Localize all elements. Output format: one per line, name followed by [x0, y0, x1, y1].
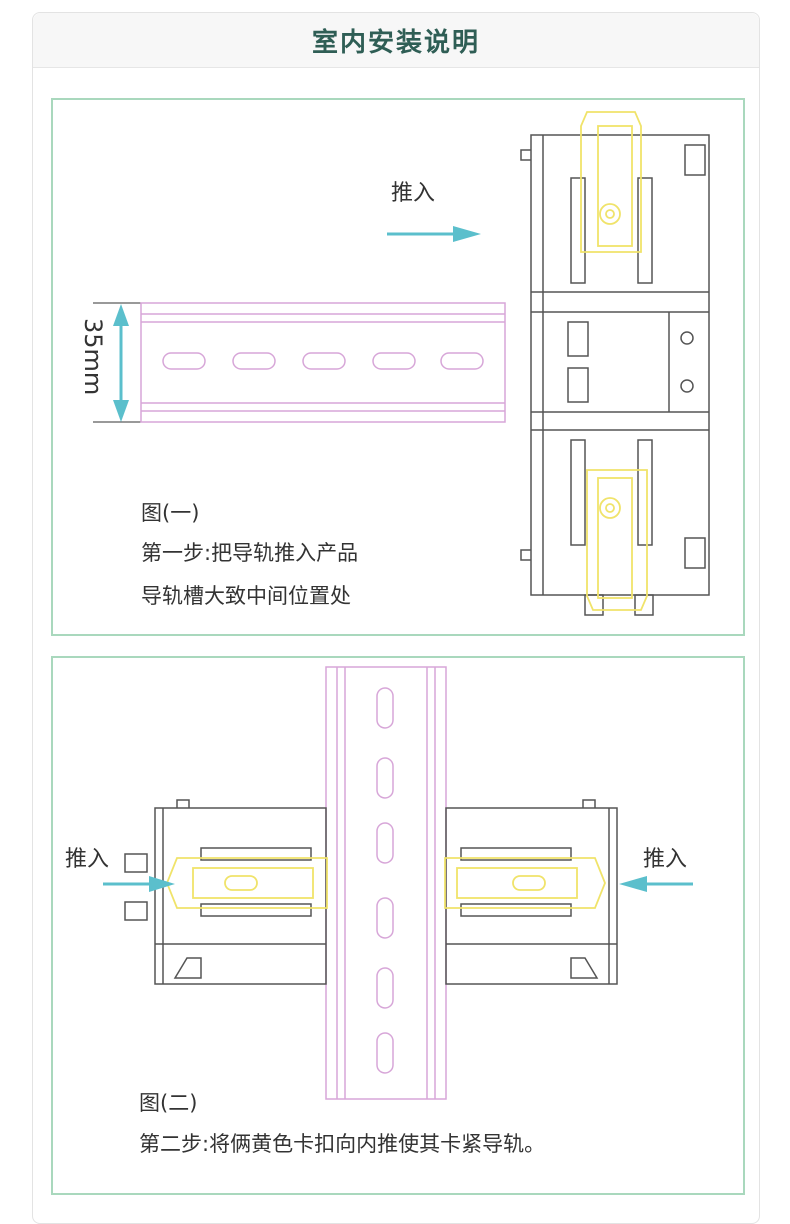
rail-height-label: 35mm — [79, 318, 107, 395]
figure-2-caption: 图(二) — [139, 1091, 197, 1115]
figure-1-caption: 图(一) — [141, 501, 199, 525]
figure-1-step-line-2: 导轨槽大致中间位置处 — [141, 584, 351, 608]
device-left — [124, 799, 327, 985]
din-rail-vertical — [325, 666, 447, 1100]
yellow-clip-top — [580, 111, 642, 253]
card-header: 室内安装说明 — [33, 13, 759, 68]
yellow-clip-left — [166, 857, 328, 909]
device-body — [520, 134, 710, 616]
yellow-clip-bottom — [586, 469, 648, 611]
yellow-clip-right — [444, 857, 606, 909]
push-label: 推入 — [391, 181, 435, 206]
page-title: 室内安装说明 — [311, 27, 480, 58]
din-rail — [140, 302, 506, 423]
device-right — [445, 799, 618, 985]
dimension-marker — [93, 302, 143, 423]
figure-1-diagram: 推入 35mm — [79, 111, 710, 616]
figure-2-diagram: 推入 推入 图(二) 第二步:将俩黄色卡扣向内推使其卡紧导轨。 — [65, 666, 693, 1156]
figure-1-panel: 推入 35mm — [51, 98, 745, 636]
figure-1-step-line-1: 第一步:把导轨推入产品 — [141, 541, 358, 565]
push-arrow-left-icon — [103, 876, 175, 892]
push-label-right: 推入 — [643, 847, 687, 872]
push-label-left: 推入 — [65, 847, 109, 872]
figure-2-panel: 推入 推入 图(二) 第二步:将俩黄色卡扣向内推使其卡紧导轨。 — [51, 656, 745, 1195]
push-arrow-icon — [387, 226, 481, 242]
push-arrow-right-icon — [619, 876, 693, 892]
figure-2-step: 第二步:将俩黄色卡扣向内推使其卡紧导轨。 — [139, 1132, 545, 1156]
